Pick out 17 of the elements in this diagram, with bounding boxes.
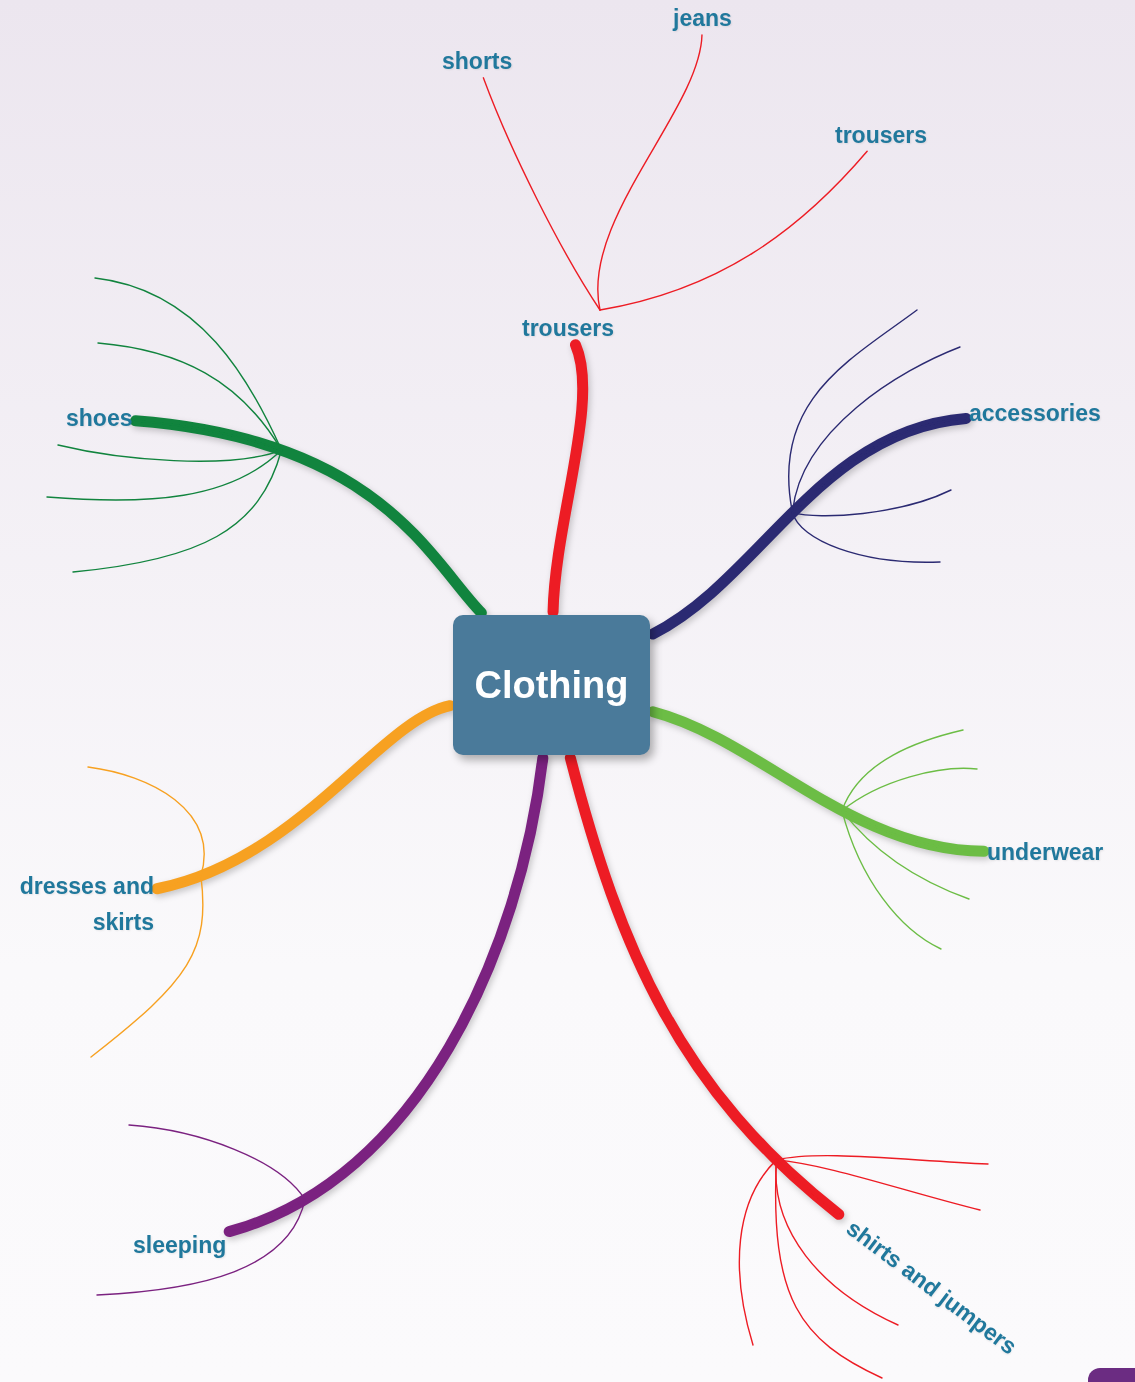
central-topic-box [453, 615, 650, 755]
sub-branch-line [482, 77, 601, 311]
branch-label: jeans [673, 4, 732, 32]
branch [223, 752, 549, 1238]
branch-label: shorts [442, 47, 513, 75]
branch-label: underwear [987, 838, 1104, 866]
sub-branch-line [599, 150, 868, 311]
central-topic-title: Clothing [474, 663, 629, 707]
branch-label: dresses and skirts [8, 868, 154, 940]
branch-label: sleeping [133, 1231, 227, 1259]
branch [547, 339, 589, 618]
branch-label: shoes [66, 404, 133, 432]
sub-branch-line [597, 34, 703, 311]
branch-label: trousers [522, 314, 615, 342]
branch [564, 752, 845, 1220]
branch-label: trousers [835, 121, 928, 149]
branch-label: accessories [969, 399, 1101, 427]
